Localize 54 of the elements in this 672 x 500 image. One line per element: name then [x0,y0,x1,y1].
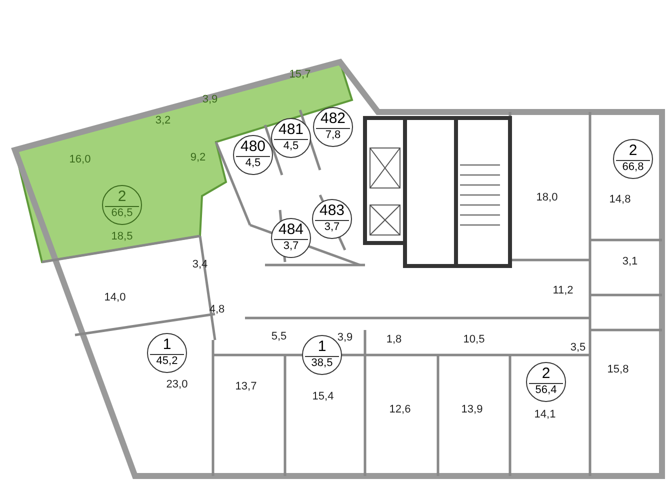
unit-area: 56,4 [527,385,565,396]
apartment-badge [233,135,273,175]
unit-area: 45,2 [148,356,186,367]
unit-number: 1 [162,337,172,352]
room-area: 3,9 [202,94,218,106]
unit-area: 4,5 [234,158,272,169]
room-area: 11,2 [552,286,574,296]
unit-number: 481 [277,122,305,137]
room-area: 14,0 [104,292,126,304]
room-area: 18,5 [111,232,133,242]
unit-area: 7,8 [314,130,352,141]
room-area: 16,0 [69,154,91,166]
unit-number: 1 [316,339,328,354]
unit-number: 2 [116,189,128,204]
room-area: 23,0 [166,380,188,390]
apartment-badge [312,199,352,239]
unit-number: 2 [628,143,638,158]
room-area: 12,6 [389,404,411,416]
room-area: 15,4 [312,392,334,402]
unit-area: 66,5 [103,208,141,219]
apartment-badge [271,218,311,258]
unit-number: 482 [319,111,347,126]
apartment-badge [526,362,566,402]
apartment-badge [271,118,311,158]
unit-area: 3,7 [272,241,310,252]
room-area: 3,2 [155,116,171,126]
unit-number: 480 [239,139,267,154]
room-area: 13,9 [461,404,483,416]
room-area: 15,7 [289,70,311,80]
apartment-badge [147,333,187,373]
room-area: 14,8 [609,194,631,206]
room-area: 1,8 [386,334,402,346]
room-area: 3,1 [622,256,638,268]
room-area: 9,2 [190,152,206,164]
unit-area: 38,5 [303,358,341,369]
unit-number: 2 [540,366,552,381]
apartment-badge [102,185,142,225]
room-area: 10,5 [463,334,485,346]
room-area: 5,5 [271,332,287,342]
room-area: 18,0 [536,192,558,204]
apartment-badge [613,139,653,179]
apartment-badge [313,107,353,147]
unit-number: 483 [318,203,346,218]
unit-area: 66,8 [614,162,652,173]
room-area: 3,9 [337,332,353,344]
unit-area: 4,5 [272,141,310,152]
unit-area: 3,7 [313,222,351,233]
room-area: 3,4 [192,260,208,270]
room-area: 14,1 [534,410,556,420]
room-area: 13,7 [235,382,257,392]
room-area: 3,5 [570,342,586,354]
room-area: 4,8 [209,304,225,316]
room-area: 15,8 [607,364,629,376]
unit-number: 484 [277,222,305,237]
